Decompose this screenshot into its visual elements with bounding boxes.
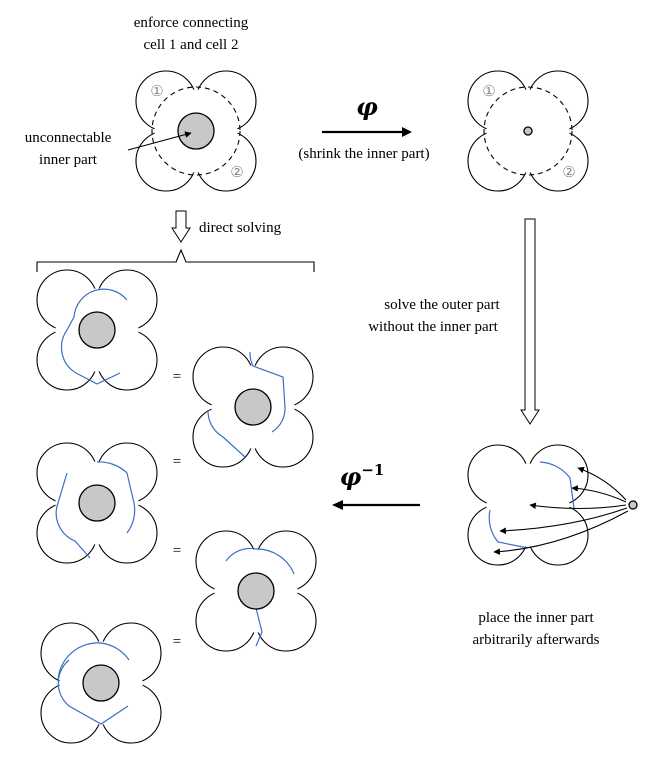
solution-1 [36, 269, 158, 391]
placement-arrow-5 [493, 510, 629, 555]
inner-part [78, 311, 116, 349]
solution-4 [195, 530, 317, 652]
inner-part-pointer [127, 131, 192, 151]
place-label-line1: place the inner part [478, 610, 594, 626]
cell-2-marker-shrunk: ② [562, 163, 575, 181]
shrink-label: (shrink the inner part) [298, 146, 429, 162]
placement-arrow-1 [577, 466, 627, 501]
solution-2 [192, 346, 314, 468]
unconnectable-label-line2: inner part [39, 152, 98, 168]
inner-part [78, 484, 116, 522]
solve-label-line1: solve the outer part [384, 297, 500, 313]
inner-part [82, 664, 120, 702]
placement-arrow-4 [499, 507, 628, 535]
phi-inverse-arrow-head [332, 500, 343, 510]
unconnectable-label-line1: unconnectable [25, 130, 112, 146]
solve-outer-arrow [520, 218, 540, 425]
solved-outer-puzzle [467, 444, 589, 566]
shrunk-inner-part [523, 126, 533, 136]
equals-sign-4: = [173, 634, 181, 650]
equals-sign-2: = [173, 454, 181, 470]
solve-label-line2: without the inner part [368, 319, 498, 335]
solution-5 [40, 622, 162, 744]
cell-2-marker: ② [230, 163, 243, 181]
inner-part [177, 112, 215, 150]
solution-3 [36, 442, 158, 564]
placement-arrow-3 [529, 502, 627, 510]
phi-symbol: φ [356, 92, 378, 121]
phi-inverse-symbol: φ−1 [340, 461, 385, 491]
detached-inner-part [628, 500, 638, 510]
enforce-label-line2: cell 1 and cell 2 [144, 37, 239, 53]
place-label-line2: arbitrarily afterwards [472, 632, 599, 648]
cell-1-marker: ① [150, 82, 163, 100]
original-puzzle: ① ② [135, 70, 257, 192]
cell-1-marker-shrunk: ① [482, 82, 495, 100]
direct-solving-brace [36, 248, 315, 272]
equals-sign-1: = [173, 369, 181, 385]
phi-arrow-head [402, 127, 412, 137]
shrunk-puzzle: ① ② [467, 70, 589, 192]
direct-solving-label: direct solving [199, 220, 282, 236]
equals-sign-3: = [173, 543, 181, 559]
inner-part [234, 388, 272, 426]
inner-part [237, 572, 275, 610]
placement-arrow-2 [571, 485, 627, 503]
enforce-label-line1: enforce connecting [134, 15, 249, 31]
direct-solving-arrow [171, 210, 191, 243]
